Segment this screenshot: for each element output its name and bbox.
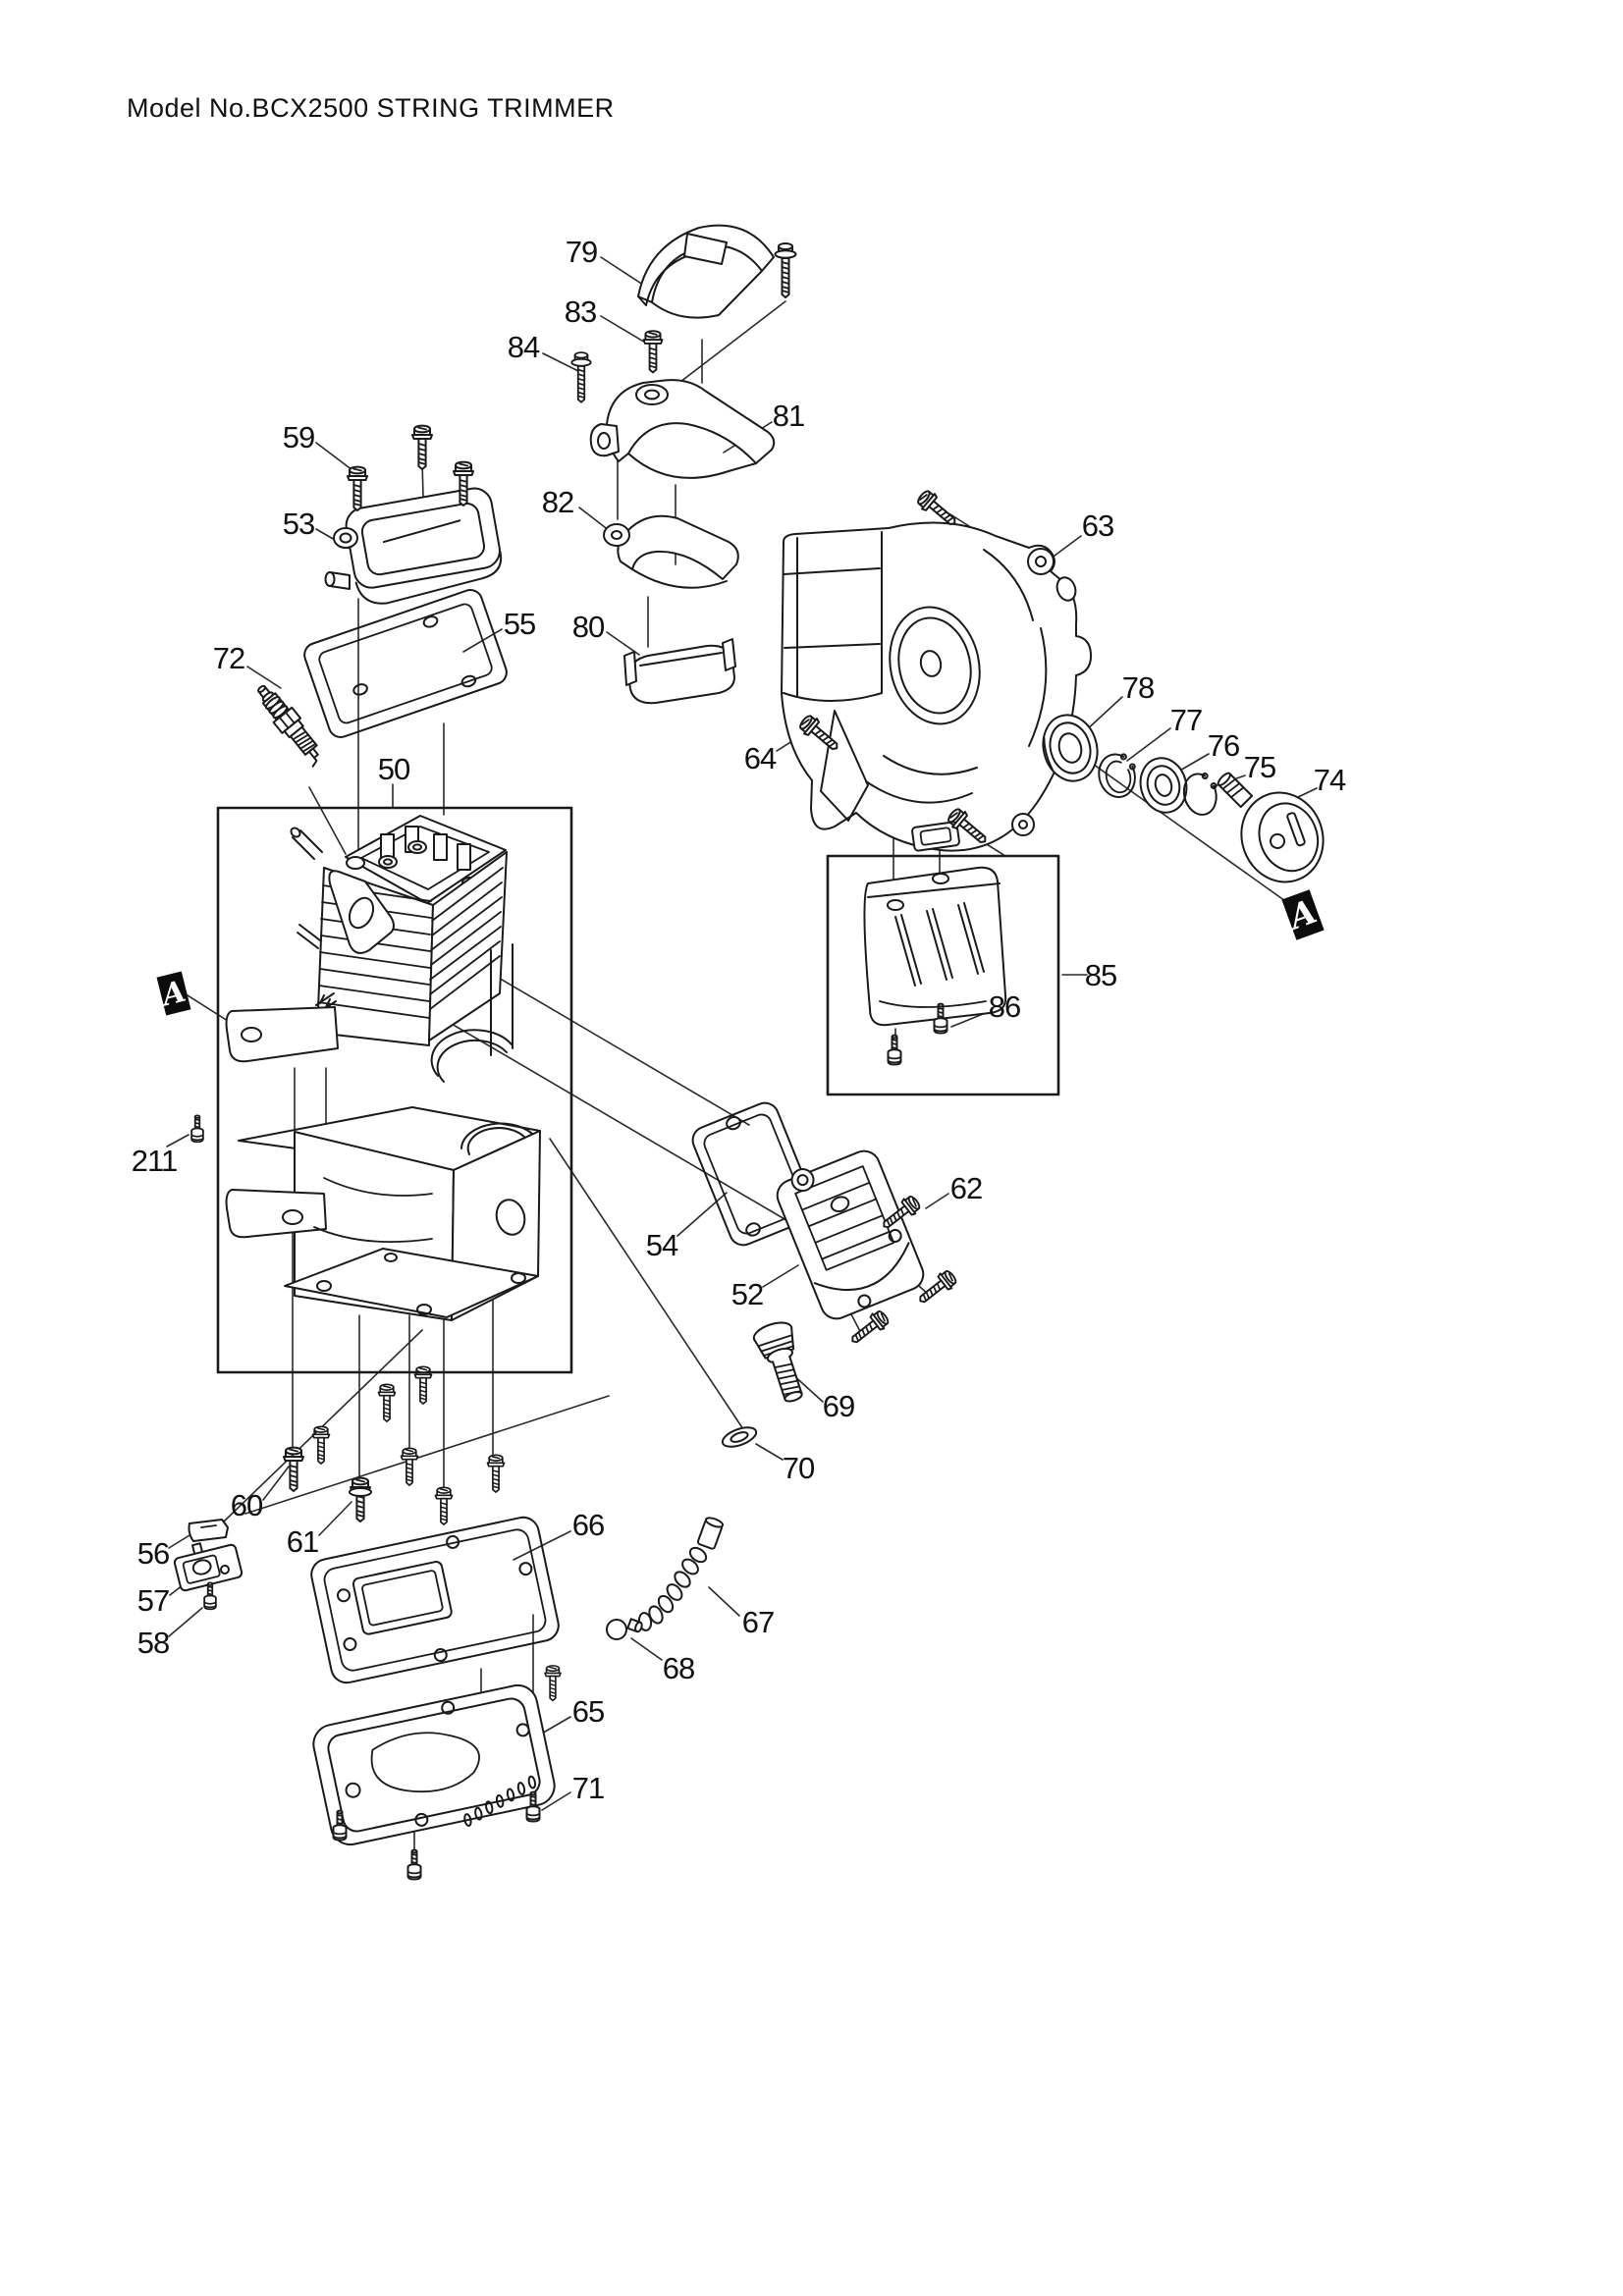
gasket-54 — [691, 1101, 817, 1247]
reed-cover-52 — [776, 1149, 925, 1320]
part-label-54: 54 — [645, 1228, 678, 1262]
part-label-55: 55 — [503, 607, 536, 641]
rocker-cover-53 — [324, 487, 503, 605]
part-label-82: 82 — [541, 485, 574, 519]
washer-70 — [721, 1426, 758, 1448]
screw-86b — [887, 1034, 902, 1066]
part-label-58: 58 — [136, 1626, 170, 1660]
part-label-74: 74 — [1313, 763, 1346, 797]
part-label-64: 64 — [743, 741, 777, 775]
part-label-63: 63 — [1081, 508, 1114, 543]
group-85-box — [826, 854, 1060, 1096]
circlip-75 — [1182, 772, 1217, 816]
clamp-cradle-80 — [623, 638, 736, 705]
plug-211 — [190, 1114, 204, 1144]
clamp-bracket-81 — [589, 379, 776, 479]
clamp-cover-79 — [637, 224, 775, 319]
oil-pan-65 — [312, 1683, 556, 1846]
starter-pulley-74 — [1217, 772, 1325, 883]
screw-71c — [406, 1848, 422, 1881]
part-label-84: 84 — [507, 330, 540, 364]
screw-66 — [544, 1665, 562, 1702]
plate-57 — [173, 1542, 243, 1592]
bolt-84 — [570, 351, 592, 403]
part-label-86: 86 — [988, 989, 1021, 1024]
part-label-78: 78 — [1121, 670, 1155, 705]
clip-56 — [188, 1519, 229, 1542]
part-label-53: 53 — [282, 507, 315, 541]
part-label-69: 69 — [822, 1389, 855, 1423]
part-label-59: 59 — [282, 420, 315, 454]
hose-67 — [637, 1517, 725, 1631]
part-label-71: 71 — [571, 1771, 605, 1805]
clamp-half-82 — [603, 514, 739, 589]
part-label-83: 83 — [564, 294, 597, 329]
screw-60f — [434, 1486, 454, 1525]
gasket-66 — [310, 1516, 560, 1684]
part-label-80: 80 — [571, 610, 605, 644]
part-label-66: 66 — [571, 1508, 605, 1542]
screw-60b — [377, 1383, 397, 1422]
screw-58 — [203, 1581, 217, 1611]
part-label-56: 56 — [136, 1536, 170, 1571]
muffler-85 — [863, 866, 1007, 1027]
fan-housing-63 — [781, 521, 1093, 852]
screw-61 — [350, 1476, 371, 1522]
screw-59 — [347, 465, 368, 511]
part-label-77: 77 — [1169, 703, 1203, 737]
part-label-76: 76 — [1207, 728, 1240, 763]
part-label-67: 67 — [741, 1605, 775, 1639]
bolt-79 — [774, 242, 797, 298]
group-50-box — [216, 806, 573, 1374]
crankcase-50 — [225, 1106, 541, 1321]
part-label-70: 70 — [782, 1451, 815, 1485]
part-label-68: 68 — [662, 1651, 695, 1685]
spark-plug-72 — [257, 684, 319, 768]
part-label-211: 211 — [131, 1144, 178, 1178]
snap-ring-77 — [1098, 753, 1136, 798]
part-label-79: 79 — [565, 235, 598, 269]
part-label-65: 65 — [571, 1694, 605, 1729]
oil-cap-69 — [752, 1321, 803, 1403]
part-label-50: 50 — [377, 752, 410, 786]
cylinder-50 — [225, 815, 514, 1083]
bearing-76 — [1139, 757, 1188, 814]
part-label-52: 52 — [730, 1277, 764, 1311]
bearing-78 — [1042, 714, 1099, 782]
part-label-81: 81 — [772, 399, 805, 433]
screw-60c — [413, 1365, 433, 1405]
part-label-72: 72 — [212, 641, 245, 675]
screw-83 — [642, 330, 664, 374]
part-label-61: 61 — [286, 1524, 319, 1559]
part-label-60: 60 — [230, 1488, 263, 1522]
screw-60e — [400, 1447, 419, 1486]
part-label-85: 85 — [1084, 958, 1117, 992]
part-label-57: 57 — [136, 1583, 170, 1618]
part-label-62: 62 — [949, 1171, 983, 1205]
screw-59b — [411, 424, 433, 470]
page-title: Model No.BCX2500 STRING TRIMMER — [127, 93, 615, 123]
ball-joint-68 — [606, 1618, 643, 1640]
gasket-55 — [303, 589, 508, 738]
screw-60d — [311, 1425, 331, 1465]
screw-62c — [845, 1307, 893, 1350]
screw-60g — [486, 1454, 506, 1493]
part-label-75: 75 — [1243, 750, 1276, 784]
screw-61-washer — [349, 1487, 372, 1497]
